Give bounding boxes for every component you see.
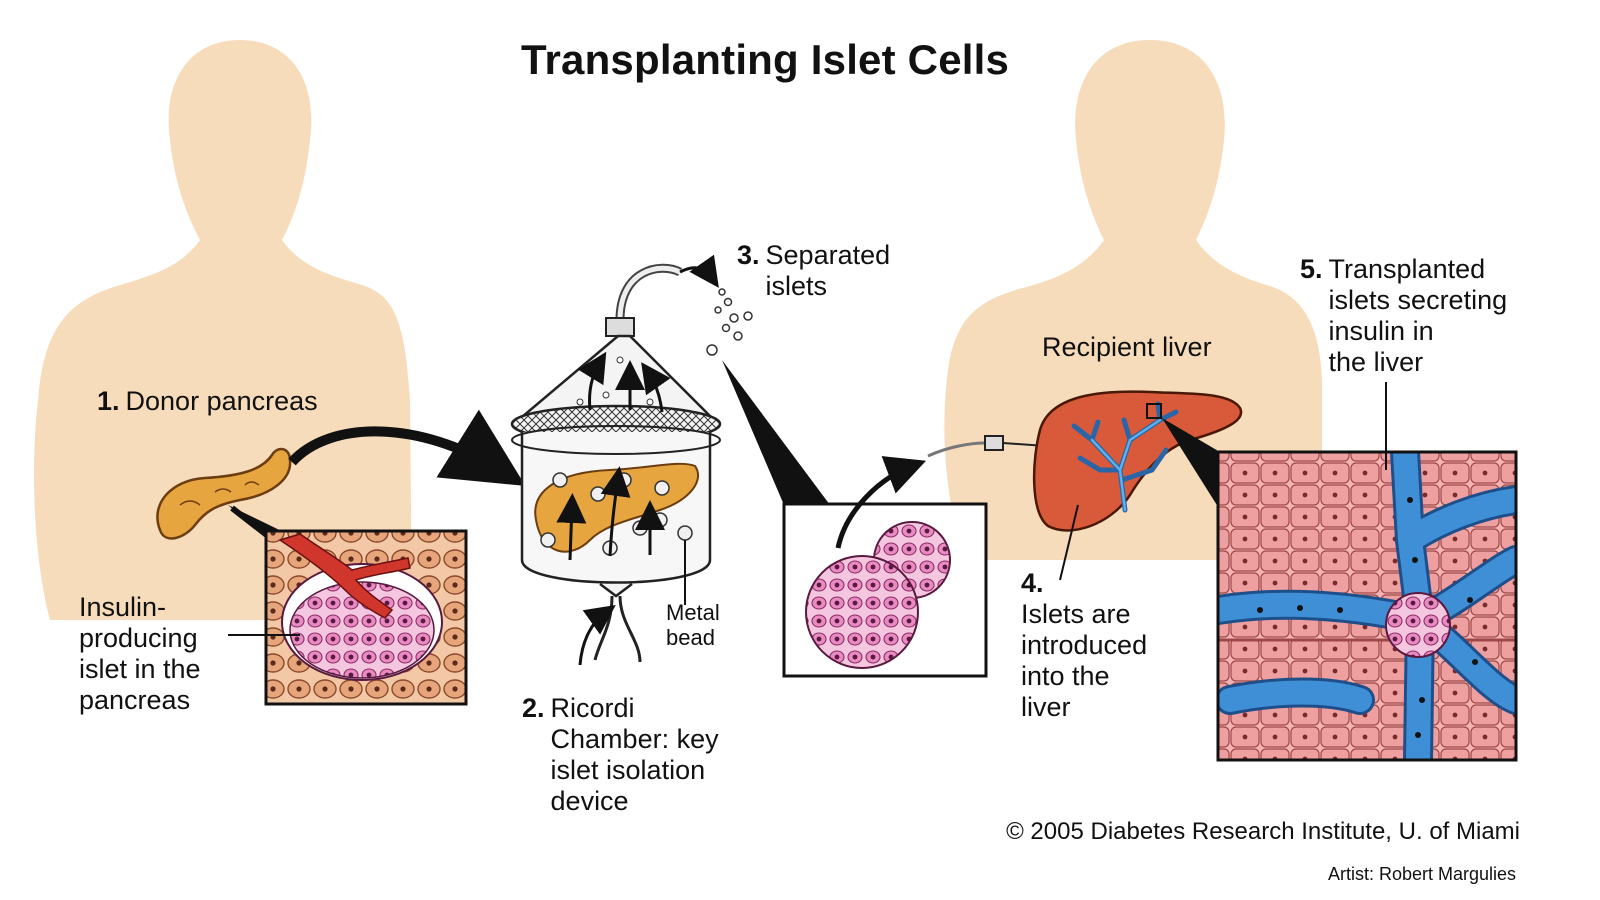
copyright-notice: © 2005 Diabetes Research Institute, U. o… [1006, 818, 1520, 845]
step-5-text: Transplanted islets secreting insulin in… [1328, 254, 1508, 377]
step-5-number: 5. [1300, 254, 1323, 284]
insulin-islet-label: Insulin- producing islet in the pancreas [79, 592, 201, 715]
step-1-label: 1.Donor pancreas [97, 386, 318, 417]
step-4-text: Islets are introduced into the liver [1021, 599, 1148, 722]
step-2-label: 2.Ricordi Chamber: key islet isolation d… [522, 693, 719, 817]
diagram-title: Transplanting Islet Cells [520, 36, 1010, 83]
liver-islet-inset [1216, 450, 1518, 762]
artist-credit: Artist: Robert Margulies [1327, 864, 1516, 884]
liver-callout-wedge [1162, 418, 1220, 510]
metal-bead-label: Metal bead [666, 600, 720, 650]
step-2-text: Ricordi Chamber: key islet isolation dev… [550, 693, 719, 816]
step-4-number: 4. [1021, 568, 1044, 598]
catheter-needle [927, 435, 1047, 458]
step-5-label: 5.Transplanted islets secreting insulin … [1300, 254, 1507, 378]
step-2-number: 2. [522, 693, 545, 723]
ricordi-chamber [510, 254, 722, 666]
step-4-label: 4.Islets are introduced into the liver [1021, 568, 1147, 723]
step-3-text: Separated islets [765, 240, 891, 301]
step-3-number: 3. [737, 240, 760, 270]
step-1-number: 1. [97, 386, 120, 416]
arrow-islets-to-needle [835, 456, 927, 549]
arrow-pancreas-to-chamber [288, 409, 526, 486]
islets-callout-wedge [722, 360, 830, 505]
step-1-text: Donor pancreas [125, 386, 318, 416]
pancreas-islet-inset [264, 529, 468, 706]
separated-islets-inset [782, 502, 988, 678]
recipient-liver-label: Recipient liver [1042, 332, 1212, 362]
recipient-liver [1032, 390, 1243, 532]
step-3-label: 3.Separated islets [737, 240, 890, 302]
donor-silhouette [34, 40, 412, 620]
separated-islets-dots [706, 288, 753, 356]
